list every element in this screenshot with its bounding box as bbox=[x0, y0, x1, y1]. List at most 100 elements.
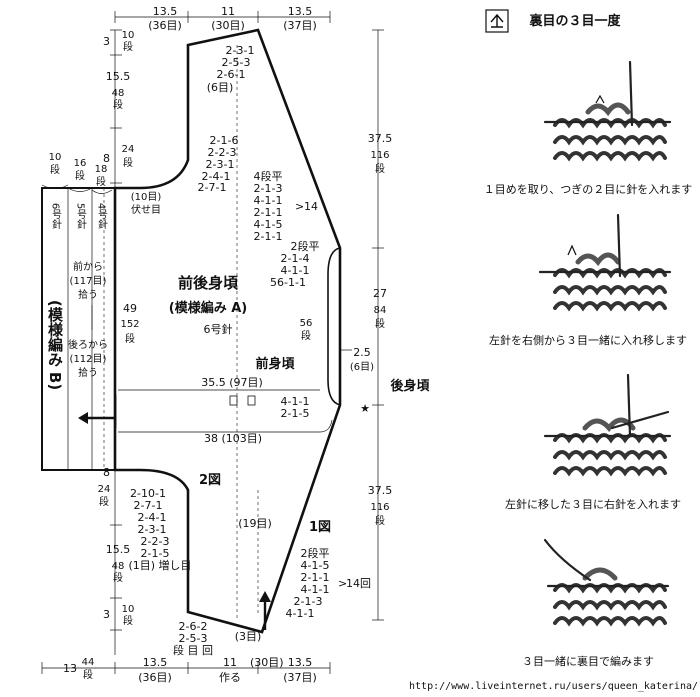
width-38-label: 38 (103目) bbox=[204, 432, 262, 445]
right-top-cm: 37.5 bbox=[368, 132, 393, 145]
left-b3-cm: 3 bbox=[103, 608, 110, 621]
shape-nk-2: 2-1-4 bbox=[281, 252, 310, 265]
right-bot-unit: 段 bbox=[375, 514, 385, 527]
right-dimensions: 37.5 116 段 27 84 段 2.5 (6目) 37.5 116 段 bbox=[341, 29, 393, 621]
left-49-cm: 49 bbox=[123, 302, 137, 315]
body-needle: 6号針 bbox=[204, 322, 233, 336]
shape-nk-4: 56-1-1 bbox=[270, 276, 306, 289]
band-section: 10 段 16 段 18 段 6号針 5号針 4号針 前から (117目) 拾う… bbox=[41, 152, 116, 471]
shape-ba-1: 2-10-1 bbox=[130, 487, 166, 500]
shape-nk-3: 4-1-1 bbox=[281, 264, 310, 277]
right-mid-rows: 84 bbox=[374, 305, 387, 316]
shape-ts-1: 2-3-1 bbox=[226, 44, 255, 57]
shape-br-3: 2-1-1 bbox=[301, 571, 330, 584]
shaping-neck: 2段平 2-1-4 4-1-1 56-1-1 4-1-1 2-1-5 bbox=[270, 239, 319, 420]
shape-br-4: 4-1-1 bbox=[301, 583, 330, 596]
band-col3-unit: 段 bbox=[96, 175, 106, 188]
legend-step-1: １目めを取り、つぎの２目に針を入れます bbox=[484, 60, 692, 196]
right-top-unit: 段 bbox=[375, 162, 385, 175]
band-front-pick-3: 拾う bbox=[78, 288, 98, 301]
shape-nb-2: 2-1-5 bbox=[281, 407, 310, 420]
step-3-caption: 左針に移した３目に右針を入れます bbox=[505, 497, 681, 511]
left-8-rows: 24 bbox=[122, 144, 135, 155]
left-b8-unit: 段 bbox=[99, 495, 109, 508]
legend-step-4: ３目一緒に裏目で編みます bbox=[522, 538, 670, 668]
left-8-cm: 8 bbox=[103, 152, 110, 165]
purl3tog-symbol-icon bbox=[490, 13, 504, 28]
left-b3-rows: 10 bbox=[122, 604, 135, 615]
front-body-label: 前身頃 bbox=[255, 356, 295, 372]
top-dim-3-cm: 13.5 bbox=[288, 5, 313, 18]
bottom-dim-2-sts: (36目) bbox=[138, 671, 172, 684]
band-arrow-head bbox=[78, 412, 88, 424]
body-outline: ★ bbox=[113, 28, 370, 634]
bottom-dim-2-cm: 13.5 bbox=[143, 656, 168, 669]
right-neck-sts: (6目) bbox=[350, 362, 374, 373]
top-dim-3-sts: (37目) bbox=[283, 19, 317, 32]
bottom-dim-1-rows: 44 bbox=[82, 657, 95, 668]
shape-bs-2: 2-5-3 bbox=[179, 632, 208, 645]
shaping-top-right: 4段平 2-1-3 4-1-1 2-1-1 4-1-5 2-1-1 > 14 bbox=[254, 169, 319, 243]
bottom-dim-1-unit: 段 bbox=[83, 668, 93, 681]
top-dimensions: 13.5 (36目) 11 (30目) 13.5 (37目) bbox=[114, 5, 331, 32]
shape-ts-4: (6目) bbox=[207, 81, 234, 94]
bottom-dim-1-cm: 13 bbox=[63, 662, 77, 675]
band-col3-rows: 18 bbox=[95, 164, 108, 175]
shaping-top-arm: 2-1-6 2-2-3 2-3-1 2-4-1 2-7-1 bbox=[198, 134, 239, 194]
shape-br-note-val: 14回 bbox=[346, 577, 371, 590]
left-3-unit: 段 bbox=[123, 40, 133, 53]
shape-tr-6: 2-1-1 bbox=[254, 230, 283, 243]
shape-ba-6: 2-1-5 bbox=[141, 547, 170, 560]
bottom-dim-3-note: 作る bbox=[219, 671, 241, 684]
shape-ta-5: 2-7-1 bbox=[198, 181, 227, 194]
cast-off-label: 伏せ目 bbox=[131, 203, 161, 216]
shape-tr-2: 2-1-3 bbox=[254, 182, 283, 195]
shape-ba-3: 2-4-1 bbox=[138, 511, 167, 524]
shaping-top-shoulder: 2-3-1 2-5-3 2-6-1 (6目) bbox=[207, 44, 255, 94]
shape-ta-3: 2-3-1 bbox=[206, 158, 235, 171]
right-bot-cm: 37.5 bbox=[368, 484, 393, 497]
shape-tr-5: 4-1-5 bbox=[254, 218, 283, 231]
neck-rows-unit: 段 bbox=[301, 329, 311, 342]
shaping-bottom-arm: 2-10-1 2-7-1 2-4-1 2-3-1 2-2-3 2-1-5 (1目… bbox=[128, 487, 191, 572]
band-pattern-label: (模様編み B) bbox=[46, 300, 64, 390]
top-dim-1-sts: (36目) bbox=[148, 19, 182, 32]
width-35-label: 35.5 (97目) bbox=[201, 376, 263, 389]
legend-header: 裏目の３目一度 bbox=[485, 9, 621, 33]
knit-illustration-3 bbox=[543, 373, 672, 477]
legend-title: 裏目の３目一度 bbox=[528, 13, 621, 29]
shape-ts-3: 2-6-1 bbox=[217, 68, 246, 81]
shape-ts-2: 2-5-3 bbox=[222, 56, 251, 69]
right-mid-unit: 段 bbox=[375, 317, 385, 330]
bottom-dim-3-cm: 11 bbox=[223, 656, 237, 669]
shape-nb-1: 4-1-1 bbox=[281, 395, 310, 408]
shape-br-5: 2-1-3 bbox=[294, 595, 323, 608]
shape-ba-7: (1目) 増し目 bbox=[128, 559, 191, 572]
left-b3-unit: 段 bbox=[123, 614, 133, 627]
body-title: 前後身頃 bbox=[178, 274, 239, 292]
shape-ta-2: 2-2-3 bbox=[208, 146, 237, 159]
shape-br-6: 4-1-1 bbox=[286, 607, 315, 620]
shape-bs-1: 2-6-2 bbox=[179, 620, 208, 633]
shaping-bottom-right: 2段平 4-1-5 2-1-1 4-1-1 2-1-3 4-1-1 > 14回 bbox=[286, 546, 371, 620]
left-3-cm: 3 bbox=[103, 35, 110, 48]
legend-step-2: 左針を右側から３目一緒に入れ移します bbox=[489, 213, 687, 347]
body-shape bbox=[113, 28, 342, 634]
purl3tog-symbol-box bbox=[485, 9, 509, 33]
left-b155-rows: 48 bbox=[112, 561, 125, 572]
left-3-rows: 10 bbox=[122, 30, 135, 41]
center-sts-label: (19目) bbox=[238, 517, 272, 530]
bottom-dim-3-sts: (30目) bbox=[250, 656, 284, 669]
bottom-dim-4-sts: (37目) bbox=[283, 671, 317, 684]
top-dim-2-cm: 11 bbox=[221, 5, 235, 18]
shape-bs-3: 段 目 回 bbox=[173, 643, 213, 657]
shape-br-1: 2段平 bbox=[301, 546, 330, 560]
star-marker: ★ bbox=[360, 402, 370, 415]
top-dim-1-cm: 13.5 bbox=[153, 5, 178, 18]
knit-illustration-4 bbox=[543, 538, 670, 627]
left-b155-cm: 15.5 bbox=[106, 543, 131, 556]
shape-ta-4: 2-4-1 bbox=[202, 170, 231, 183]
band-front-pick-2: (117目) bbox=[70, 276, 107, 287]
